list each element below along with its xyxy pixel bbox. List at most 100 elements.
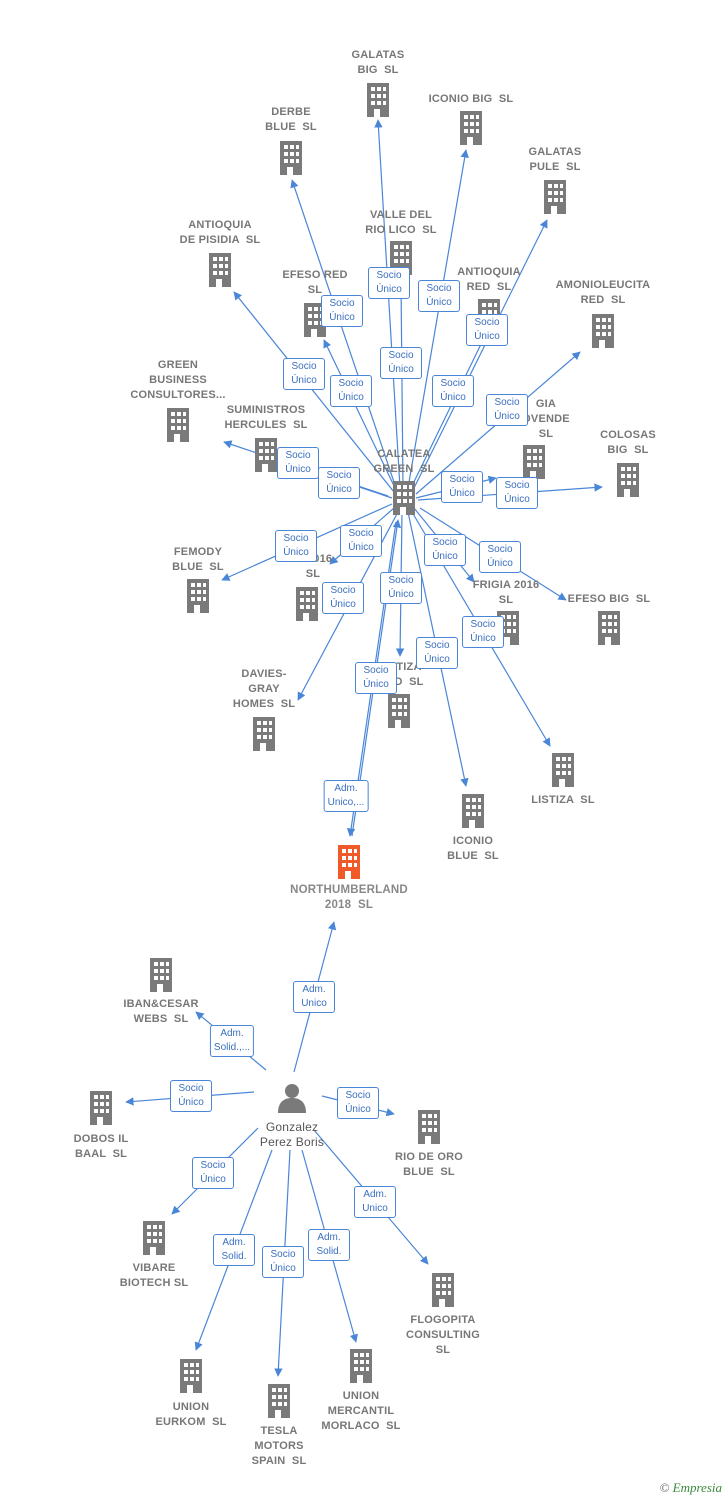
node-label-galatas_pule[interactable]: GALATAS PULE SL: [528, 146, 582, 173]
node-label-listiza[interactable]: LISTIZA SL: [531, 794, 595, 806]
building-icon[interactable]: [187, 579, 209, 613]
edge-label-calatea-to-iconio_big[interactable]: Socio Único: [418, 280, 460, 312]
edge-label-calatea-to-amonioleucita[interactable]: Socio Único: [486, 394, 528, 426]
edge-label-gonzalez-to-northumberland[interactable]: Adm. Unico: [293, 981, 335, 1013]
node-label-femody[interactable]: FEMODY BLUE SL: [172, 546, 224, 573]
building-icon[interactable]: [143, 1221, 165, 1255]
node-label-calatea[interactable]: CALATEA GREEN SL: [373, 448, 435, 475]
building-icon[interactable]: [367, 83, 389, 117]
node-label-vibare[interactable]: VIBARE BIOTECH SL: [119, 1262, 189, 1289]
building-icon[interactable]: [150, 958, 172, 992]
edge-label-gonzalez-to-union_mercantil[interactable]: Adm. Solid.: [308, 1229, 350, 1261]
edge-label-calatea-to-frigia[interactable]: Socio Único: [424, 534, 466, 566]
node-label-davies[interactable]: DAVIES- GRAY HOMES SL: [232, 668, 296, 710]
edge-label-calatea-to-pavente[interactable]: Socio Único: [441, 471, 483, 503]
building-icon[interactable]: [432, 1273, 454, 1307]
node-label-flogopita[interactable]: FLOGOPITA CONSULTING SL: [406, 1314, 480, 1356]
building-icon[interactable]: [268, 1384, 290, 1418]
edge-label-calatea-to-green_business[interactable]: Socio Único: [318, 467, 360, 499]
building-icon[interactable]: [523, 445, 545, 479]
building-icon[interactable]: [90, 1091, 112, 1125]
node-label-iconio_blue[interactable]: ICONIO BLUE SL: [447, 835, 499, 862]
building-icon[interactable]: [280, 141, 302, 175]
edge-label-calatea-to-efeso_big[interactable]: Socio Único: [479, 541, 521, 573]
node-label-antioquia_red[interactable]: ANTIOQUIA RED SL: [457, 266, 521, 293]
building-icon[interactable]: [460, 111, 482, 145]
node-label-tesla[interactable]: TESLA MOTORS SPAIN SL: [251, 1425, 307, 1467]
edge-calatea-to-antioquia_pisidia: [233, 291, 395, 493]
edge-calatea-to-iconio_big: [407, 149, 469, 489]
building-icon[interactable]: [296, 587, 318, 621]
node-label-valle_del_rio[interactable]: VALLE DEL RIO LICO SL: [365, 209, 437, 236]
building-icon[interactable]: [180, 1359, 202, 1393]
edge-label-calatea-to-northumberland[interactable]: Adm. Unico,...: [323, 780, 369, 812]
edge-label-gonzalez-to-rio_de_oro[interactable]: Socio Único: [337, 1087, 379, 1119]
edge-label-calatea-to-suministros[interactable]: Socio Único: [277, 447, 319, 479]
building-icon[interactable]: [544, 180, 566, 214]
copyright-icon: ©: [659, 1480, 670, 1495]
node-label-amonioleucita[interactable]: AMONIOLEUCITA RED SL: [555, 279, 651, 306]
node-label-green_business[interactable]: GREEN BUSINESS CONSULTORES...: [130, 359, 226, 401]
edge-calatea-to-galatas_pule: [413, 219, 548, 489]
edge-label-gonzalez-to-dobos[interactable]: Socio Único: [170, 1080, 212, 1112]
edge-label-calatea-to-efeso_red[interactable]: Socio Único: [330, 375, 372, 407]
focus-building-icon[interactable]: [338, 845, 360, 879]
node-label-antioquia_pisidia[interactable]: ANTIOQUIA DE PISIDIA SL: [179, 219, 261, 246]
building-icon[interactable]: [253, 717, 275, 751]
edge-label-gonzalez-to-tesla[interactable]: Socio Único: [262, 1246, 304, 1278]
node-label-derbe_blue[interactable]: DERBE BLUE SL: [265, 106, 317, 133]
building-icon[interactable]: [598, 611, 620, 645]
edge-label-calatea-to-antioquia_pisidia[interactable]: Socio Único: [283, 358, 325, 390]
node-label-efeso_big[interactable]: EFESO BIG SL: [567, 593, 651, 605]
edge-label-calatea-to-antioquia_red[interactable]: Socio Único: [432, 375, 474, 407]
node-label-pavente[interactable]: GIA OVENDE SL: [522, 398, 570, 440]
building-icon[interactable]: [617, 463, 639, 497]
edge-calatea-to-galatas_big: [374, 119, 401, 489]
building-icon[interactable]: [209, 253, 231, 287]
node-label-dobos[interactable]: DOBOS IL BAAL SL: [73, 1133, 129, 1160]
building-icon[interactable]: [350, 1349, 372, 1383]
edge-label-calatea-to-galatas_big[interactable]: Socio Único: [380, 347, 422, 379]
building-icon[interactable]: [393, 481, 415, 515]
edge-label-calatea-to-iconio_blue[interactable]: Socio Único: [416, 637, 458, 669]
building-icon[interactable]: [592, 314, 614, 348]
building-icon[interactable]: [255, 438, 277, 472]
edge-label-northumberland-to-calatea[interactable]: Socio Único: [355, 662, 397, 694]
node-label-iconio_big[interactable]: ICONIO BIG SL: [428, 93, 514, 105]
node-label-galatas_big[interactable]: GALATAS BIG SL: [351, 49, 405, 76]
edge-calatea-to-antioquia_red: [409, 337, 485, 491]
edge-label-gonzalez-to-union_eurkom[interactable]: Adm. Solid.: [213, 1234, 255, 1266]
edge-label-calatea-to-colosas_big[interactable]: Socio Único: [496, 477, 538, 509]
building-icon[interactable]: [418, 1110, 440, 1144]
edge-label-calatea-to-femody[interactable]: Socio Único: [275, 530, 317, 562]
edge-label-calatea-to-listiza[interactable]: Socio Único: [462, 616, 504, 648]
node-label-union_eurkom[interactable]: UNION EURKOM SL: [155, 1401, 227, 1428]
node-label-efeso_red[interactable]: EFESO RED SL: [282, 269, 348, 296]
node-label-tiza[interactable]: TIZA D SL: [394, 661, 424, 688]
edge-label-calatea-to-davies[interactable]: Socio Único: [322, 582, 364, 614]
edge-label-gonzalez-to-vibare[interactable]: Socio Único: [192, 1157, 234, 1189]
node-label-iban[interactable]: IBAN&CESAR WEBS SL: [123, 998, 199, 1025]
building-icon[interactable]: [552, 753, 574, 787]
node-label-rio_de_oro[interactable]: RIO DE ORO BLUE SL: [394, 1151, 464, 1178]
building-icon[interactable]: [462, 794, 484, 828]
person-icon[interactable]: [278, 1084, 306, 1113]
node-label-suministros[interactable]: SUMINISTROS HERCULES SL: [224, 404, 308, 431]
node-label-gonzalez[interactable]: Gonzalez Perez Boris: [259, 1120, 325, 1149]
edge-calatea-to-valle_del_rio: [396, 281, 406, 489]
footer-brand[interactable]: ©Empresia: [660, 1480, 722, 1496]
node-label-frigia[interactable]: FRIGIA 2016 SL: [472, 579, 540, 606]
edge-label-calatea-to-valle_del_rio[interactable]: Socio Único: [368, 267, 410, 299]
building-icon[interactable]: [388, 694, 410, 728]
node-label-northumberland[interactable]: NORTHUMBERLAND 2018 SL: [290, 884, 408, 911]
edge-label-calatea-to-tiza[interactable]: Socio Único: [380, 572, 422, 604]
building-icon[interactable]: [167, 408, 189, 442]
edge-label-gonzalez-to-iban[interactable]: Adm. Solid.,...: [209, 1025, 255, 1057]
edge-label-calatea-to-listra2016[interactable]: Socio Único: [340, 525, 382, 557]
node-label-colosas_big[interactable]: COLOSAS BIG SL: [600, 429, 656, 456]
edge-label-calatea-to-derbe_blue[interactable]: Socio Único: [321, 295, 363, 327]
edge-label-calatea-to-galatas_pule[interactable]: Socio Único: [466, 314, 508, 346]
edge-label-gonzalez-to-flogopita[interactable]: Adm. Unico: [354, 1186, 396, 1218]
node-label-union_mercantil[interactable]: UNION MERCANTIL MORLACO SL: [321, 1390, 401, 1432]
